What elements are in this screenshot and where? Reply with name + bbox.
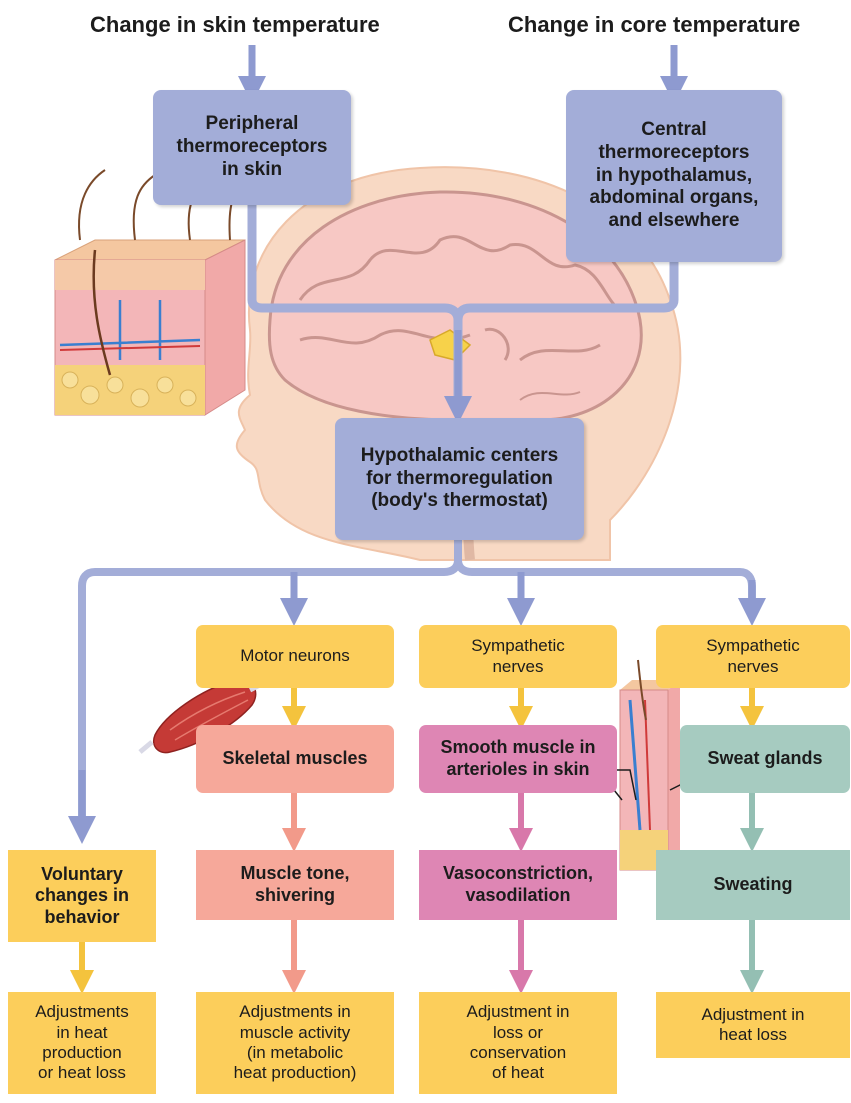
hypothalamic-centers-box: Hypothalamic centers for thermoregulatio… bbox=[335, 418, 584, 540]
sweating-box: Sweating bbox=[656, 850, 850, 920]
adjustments-heat-production-box: Adjustments in heat production or heat l… bbox=[8, 992, 156, 1094]
sympathetic-nerves-box-1: Sympathetic nerves bbox=[419, 625, 617, 688]
sympathetic-nerves-box-2: Sympathetic nerves bbox=[656, 625, 850, 688]
skin-cross-section-illustration bbox=[55, 170, 245, 415]
motor-neurons-box: Motor neurons bbox=[196, 625, 394, 688]
muscle-tone-box: Muscle tone, shivering bbox=[196, 850, 394, 920]
sweat-glands-box: Sweat glands bbox=[680, 725, 850, 793]
adjustments-muscle-activity-box: Adjustments in muscle activity (in metab… bbox=[196, 992, 394, 1094]
voluntary-changes-box: Voluntary changes in behavior bbox=[8, 850, 156, 942]
adjustment-loss-conservation-box: Adjustment in loss or conservation of he… bbox=[419, 992, 617, 1094]
peripheral-thermoreceptors-box: Peripheral thermoreceptors in skin bbox=[153, 90, 351, 205]
adjustment-heat-loss-box: Adjustment in heat loss bbox=[656, 992, 850, 1058]
skeletal-muscles-box: Skeletal muscles bbox=[196, 725, 394, 793]
central-thermoreceptors-box: Central thermoreceptors in hypothalamus,… bbox=[566, 90, 782, 262]
connector-right bbox=[458, 560, 752, 605]
smooth-muscle-box: Smooth muscle in arterioles in skin bbox=[419, 725, 617, 793]
heading-skin-temperature: Change in skin temperature bbox=[90, 12, 380, 38]
vasoconstriction-box: Vasoconstriction, vasodilation bbox=[419, 850, 617, 920]
heading-core-temperature: Change in core temperature bbox=[508, 12, 800, 38]
